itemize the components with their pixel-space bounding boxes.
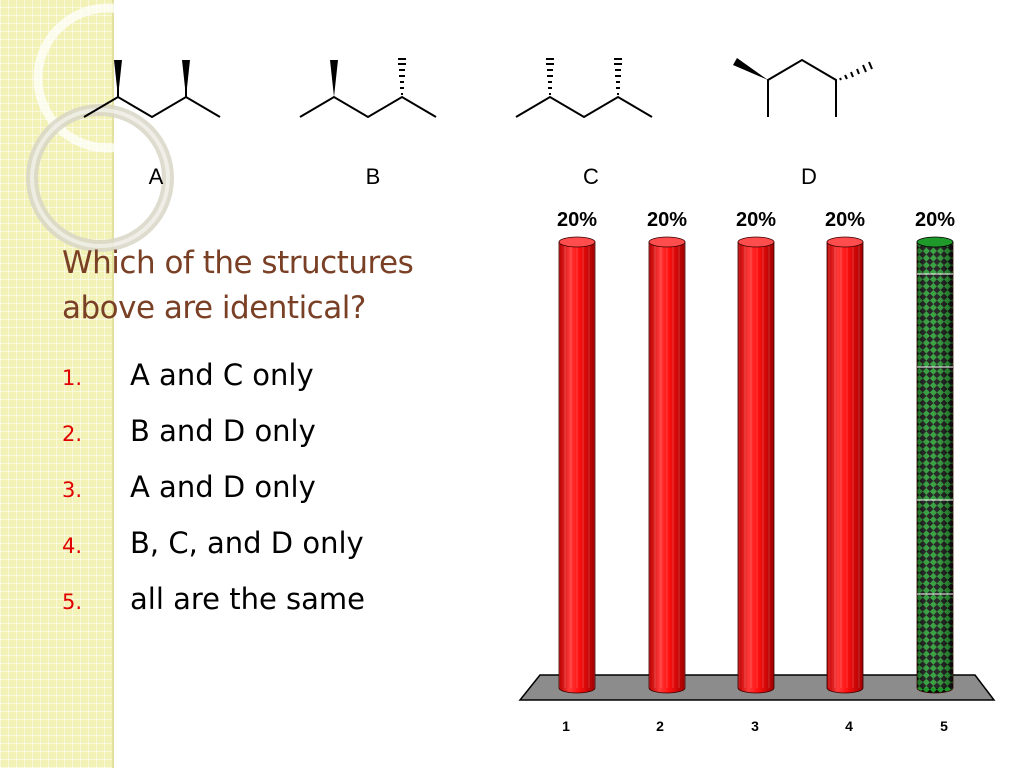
- x-tick-label: 1: [562, 718, 570, 734]
- data-label: 20%: [557, 209, 597, 231]
- bar-3: [737, 236, 775, 694]
- molecule-label-a: A: [148, 164, 164, 189]
- data-label: 20%: [736, 209, 776, 231]
- answer-option-5: 5. all are the same: [62, 582, 462, 638]
- option-number: 2.: [62, 422, 83, 446]
- data-label: 20%: [915, 209, 955, 231]
- question-text: Which of the structures above are identi…: [62, 245, 414, 326]
- bar-2: [648, 236, 686, 694]
- option-number: 5.: [62, 590, 83, 614]
- molecule-d: [767, 58, 837, 117]
- hashed-bond: [839, 61, 873, 81]
- molecule-label-c: C: [583, 164, 599, 189]
- data-label: 20%: [825, 209, 865, 231]
- x-tick-label: 3: [751, 718, 759, 734]
- answer-option-4: 4. B, C, and D only: [62, 526, 462, 582]
- bar-1: [558, 236, 596, 694]
- option-text: all are the same: [130, 582, 366, 616]
- bar-5: [916, 236, 954, 694]
- wedge-bond: [733, 58, 768, 80]
- option-text: A and C only: [130, 358, 314, 392]
- molecule-structures: [83, 58, 873, 119]
- hashed-bond: [546, 58, 554, 95]
- bar-4: [826, 236, 864, 694]
- option-text: B and D only: [130, 414, 316, 448]
- x-tick-label: 5: [940, 718, 948, 734]
- molecule-label-d: D: [801, 164, 817, 189]
- wedge-bond: [182, 60, 190, 97]
- hashed-bond: [614, 58, 622, 95]
- decorative-rings: [26, 3, 183, 252]
- molecule-c: [515, 95, 653, 119]
- answer-option-2: 2. B and D only: [62, 414, 462, 470]
- molecule-b: [299, 95, 437, 119]
- option-number: 4.: [62, 534, 83, 558]
- x-tick-label: 2: [656, 718, 664, 734]
- x-tick-label: 4: [845, 718, 853, 734]
- wedge-bond: [114, 60, 122, 97]
- molecule-label-b: B: [365, 164, 381, 189]
- option-number: 1.: [62, 366, 83, 390]
- answer-option-1: 1. A and C only: [62, 358, 462, 414]
- answer-options: 1. A and C only 2. B and D only 3. A and…: [62, 358, 462, 638]
- option-number: 3.: [62, 478, 83, 502]
- wedge-bond: [330, 60, 338, 97]
- data-label: 20%: [647, 209, 687, 231]
- option-text: A and D only: [130, 470, 316, 504]
- option-text: B, C, and D only: [130, 526, 364, 560]
- answer-option-3: 3. A and D only: [62, 470, 462, 526]
- hashed-bond: [398, 58, 406, 95]
